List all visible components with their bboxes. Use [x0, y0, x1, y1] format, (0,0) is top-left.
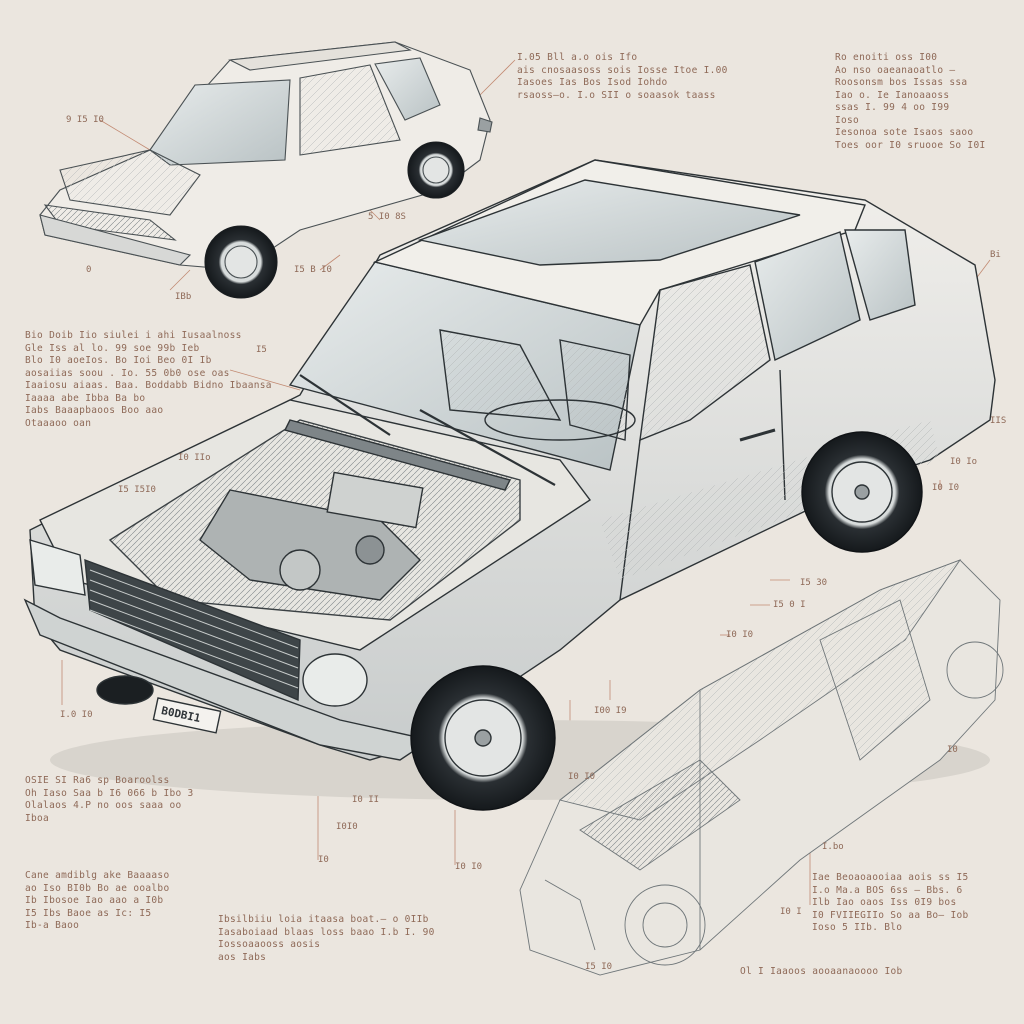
front-wheel — [410, 665, 556, 811]
annotation-top-center: I.05 Bll a.o ois Ifo ais cnosaasoss sois… — [517, 52, 728, 101]
callout-label: I0 II — [352, 795, 380, 805]
main-car: B0DBI1 — [23, 159, 996, 811]
annotation-left-bottom: Cane amdiblg ake Baaaaso ao Iso BI0b Bo … — [25, 870, 170, 931]
callout-label: I5 I5I0 — [118, 485, 156, 495]
annotation-bottom-right: Ol I Iaaoos aooaanaoooo Iob — [740, 966, 903, 977]
callout-label: IBb — [175, 292, 192, 302]
callout-label: I0 I0 — [568, 772, 596, 782]
callout-label: I5 — [256, 345, 267, 355]
callout-label: 5 I0 8S — [368, 212, 406, 222]
callout-label: I0 — [318, 855, 329, 865]
annotation-top-right: Ro enoiti oss I00 Ao nso oaeanaoatlo — R… — [835, 52, 986, 151]
callout-label: IIS — [990, 416, 1007, 426]
callout-label: I0 I — [780, 907, 802, 917]
license-plate: B0DBI1 — [152, 697, 222, 734]
callout-label: I5 B I0 — [294, 265, 332, 275]
callout-label: 0 — [86, 265, 92, 275]
callout-label: I0 I0 — [455, 862, 483, 872]
callout-label: I5 30 — [800, 578, 828, 588]
annotation-left-lower: OSIE SI Ra6 sp Boaroolss Oh Iaso Saa b I… — [25, 775, 194, 824]
annotation-right-lower: Iae Beoaoaooiaa aois ss I5 I.o Ma.a BOS … — [812, 872, 969, 933]
callout-label: I0 I0 — [726, 630, 754, 640]
rear-wheel — [801, 431, 923, 553]
callout-label: I0I0 — [336, 822, 358, 832]
callout-label: I5 0 I — [773, 600, 806, 610]
callout-label: I0 IIo — [178, 453, 211, 463]
annotation-left-middle: Bio Doib Iio siulei i ahi Iusaalnoss Gle… — [25, 330, 272, 429]
callout-label: I.bo — [822, 842, 844, 852]
annotation-bottom-center: Ibsilbiiu loia itaasa boat.— o 0IIb Iasa… — [218, 914, 435, 963]
callout-label: Bi — [990, 250, 1001, 260]
callout-label: I.0 I0 — [60, 710, 93, 720]
callout-label: I0 I0 — [932, 483, 960, 493]
callout-label: 9 I5 I0 — [66, 115, 104, 125]
chassis-sketch — [519, 559, 1004, 976]
callout-label: I5 I0 — [585, 962, 613, 972]
top-left-car-sketch — [39, 41, 493, 299]
callout-label: I00 I9 — [594, 706, 627, 716]
callout-label: I0 — [947, 745, 958, 755]
callout-label: I0 Io — [950, 457, 978, 467]
